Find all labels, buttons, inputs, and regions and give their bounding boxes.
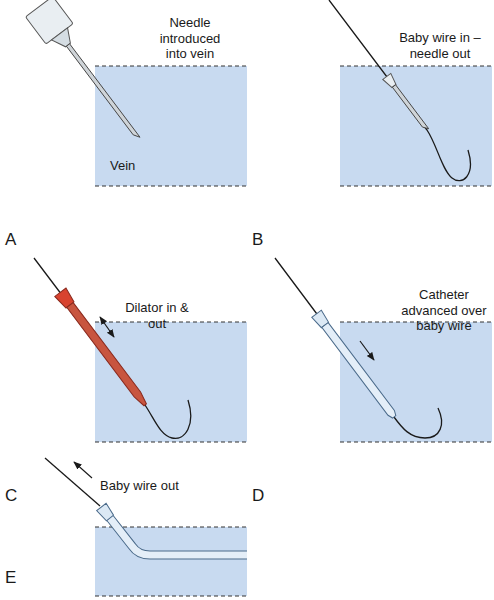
panel-letter: E — [5, 568, 16, 588]
vein-lumen — [95, 527, 247, 596]
guide-wire — [275, 258, 442, 438]
vein — [95, 322, 247, 442]
caption: Baby wire in – needle out — [390, 30, 490, 61]
caption: Baby wire out — [100, 478, 179, 494]
vein-wall — [95, 322, 247, 323]
catheter-shaft — [110, 518, 247, 555]
panel-letter: C — [5, 486, 17, 506]
catheter — [97, 503, 115, 521]
caption: Dilator in & out — [122, 300, 192, 331]
guide-wire — [45, 458, 100, 506]
vein-wall — [340, 66, 492, 67]
vein-wall — [95, 186, 247, 187]
panel-letter: A — [5, 230, 16, 250]
needle — [26, 0, 152, 149]
vein-wall — [340, 442, 492, 443]
motion-arrow — [74, 462, 92, 478]
motion-arrow — [100, 317, 114, 337]
needle-shaft — [66, 44, 140, 140]
vein-lumen — [95, 66, 247, 186]
vein — [340, 66, 492, 186]
catheter-hub — [97, 503, 115, 521]
panel-letter: D — [252, 486, 264, 506]
vein — [95, 66, 247, 186]
vein-wall — [95, 442, 247, 443]
needle-shaft — [392, 85, 428, 131]
guide-wire — [34, 258, 191, 438]
vein-wall — [95, 66, 247, 67]
vein — [95, 527, 247, 596]
vein-lumen — [340, 66, 492, 186]
caption: Needle introduced into vein — [150, 15, 230, 62]
caption: Catheter advanced over baby wire — [398, 287, 490, 334]
motion-arrow — [360, 341, 374, 360]
vein-lumen — [95, 322, 247, 442]
catheter — [312, 310, 399, 420]
vein-wall — [340, 186, 492, 187]
catheter-lumen — [110, 518, 247, 555]
catheter-shaft — [322, 323, 398, 420]
panel-letter: B — [252, 230, 263, 250]
vein-wall — [95, 596, 247, 597]
dilator-shaft — [67, 303, 149, 408]
needle — [383, 73, 431, 133]
part-label: Vein — [110, 158, 135, 174]
guide-wire — [329, 0, 470, 181]
